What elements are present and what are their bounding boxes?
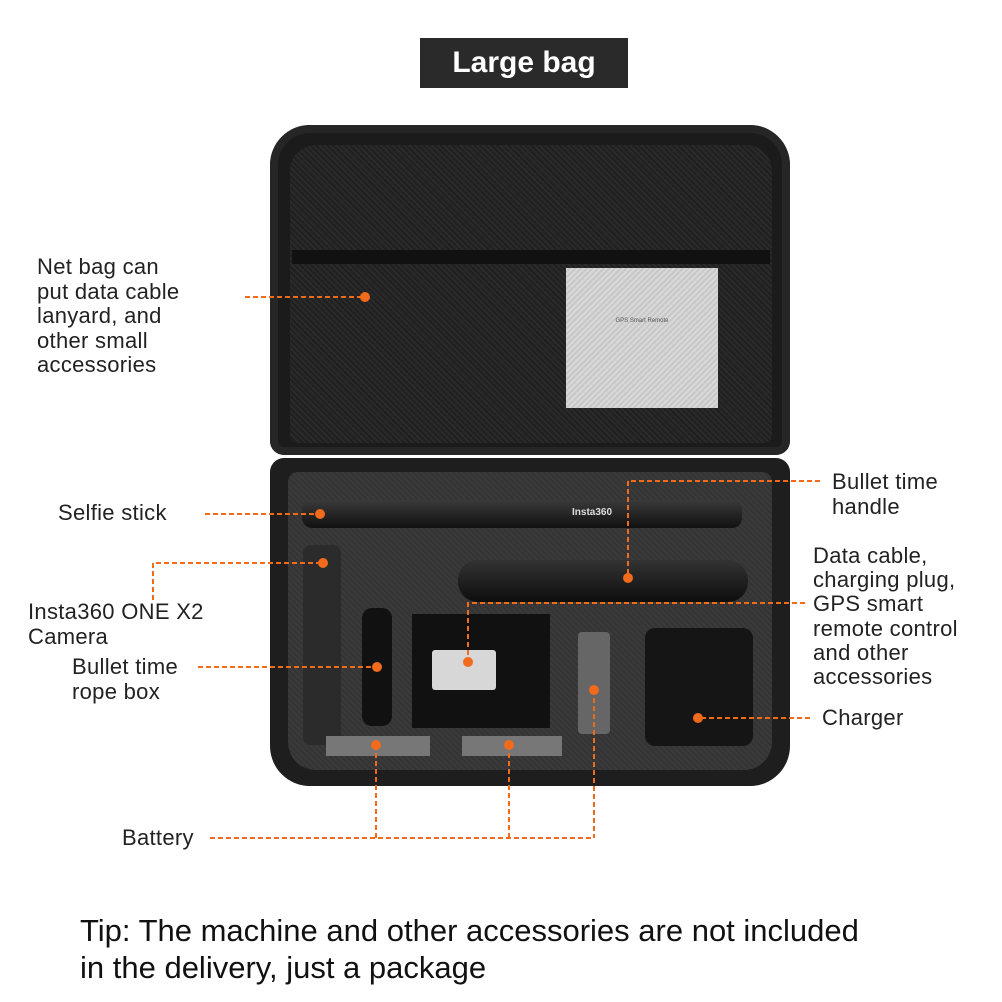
stick-brand: Insta360: [572, 507, 613, 518]
callout-data-cable: [467, 602, 805, 662]
charger: [645, 628, 753, 746]
dot: [693, 713, 703, 723]
label-selfie-stick: Selfie stick: [58, 500, 167, 525]
callout-battery: [210, 690, 595, 839]
dot: [623, 573, 633, 583]
zipper: [292, 250, 770, 264]
callout-camera: [152, 562, 323, 600]
gps-remote: [432, 650, 496, 690]
camera: [303, 545, 341, 745]
label-charger: Charger: [822, 705, 904, 730]
dot: [315, 509, 325, 519]
tip-text: Tip: The machine and other accessories a…: [80, 913, 859, 985]
callout-handle: [627, 480, 820, 578]
dot: [360, 292, 370, 302]
label-battery: Battery: [122, 825, 194, 850]
dot: [589, 685, 599, 695]
dot: [504, 740, 514, 750]
dot: [372, 662, 382, 672]
title-banner: Large bag: [420, 38, 628, 88]
dot: [371, 740, 381, 750]
dot: [318, 558, 328, 568]
bullet-time-handle: [458, 560, 748, 602]
dot: [463, 657, 473, 667]
selfie-stick: Insta360: [302, 500, 742, 528]
gps-remote-card: GPS Smart Remote: [566, 268, 718, 408]
card-text: GPS Smart Remote: [615, 318, 669, 324]
